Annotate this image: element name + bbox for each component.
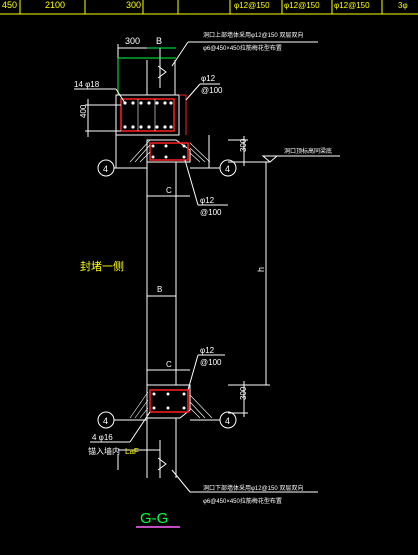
top-label-rebar-1: φ12@150: [234, 1, 270, 10]
dim-b-top-label: B: [156, 36, 162, 46]
upper-opening-head: [115, 135, 211, 168]
rebar-leader-top-left: [74, 88, 126, 104]
leader-phi12-low: [187, 354, 225, 391]
dim-b-mid-label: B: [157, 285, 162, 294]
right-level-note: 洞口顶标高同梁底: [284, 147, 332, 155]
leader-top-note: [171, 41, 318, 67]
beam-height-dimension: [85, 99, 121, 137]
phi12-top-label: φ12: [201, 74, 216, 83]
phi12-mid-label: φ12: [200, 196, 215, 205]
dim-400-label: 400: [79, 104, 88, 118]
upper-wall: [146, 48, 176, 95]
rebar-leader-bottom-left: [90, 411, 151, 443]
top-label-rebar-2: φ12@150: [284, 1, 320, 10]
dim-c-upper-label: C: [166, 186, 172, 195]
top-dimension-b: [117, 47, 176, 95]
dim-300-lower-right: [228, 381, 248, 417]
seal-side-note: 封堵一侧: [80, 259, 124, 273]
top-strip: [0, 0, 418, 15]
top-note-line-1: 洞口上部墙体采用φ12@150 双层双向: [203, 31, 303, 39]
leader-phi12-top: [185, 83, 220, 101]
axis-circle-lower-left: [97, 411, 147, 429]
rebar-14phi18-label: 14 φ18: [74, 80, 100, 89]
rebar-4phi16-label: 4 φ16: [92, 433, 113, 442]
top-note-line-2: φ6@450×450拉筋梅花型布置: [203, 44, 282, 52]
anchor-note: 锚入墙内: [88, 446, 120, 456]
lower-opening-sill: [129, 384, 213, 419]
axis-tag-upper-left: 4: [103, 164, 108, 174]
dim-300-lower-label: 300: [239, 386, 248, 400]
lower-wall: [117, 418, 177, 478]
axis-tag-lower-left: 4: [103, 416, 108, 426]
top-label-rebar-3: φ12@150: [334, 1, 370, 10]
section-title: G-G: [140, 510, 168, 527]
axis-circle-upper-right: [190, 159, 237, 177]
laf-label: LaF: [125, 447, 139, 456]
level-marker: [256, 155, 340, 163]
opening-frame: [146, 162, 177, 385]
bottom-note-line-1: 洞口下部墙体采用φ12@150 双层双向: [203, 484, 303, 492]
at100-low-label: @100: [200, 358, 222, 367]
top-label-450: 450: [2, 0, 17, 10]
at100-top-label: @100: [201, 86, 223, 95]
dim-h-label: h: [256, 267, 266, 272]
dim-300-label: 300: [125, 36, 140, 46]
dim-c-lower-label: C: [166, 360, 172, 369]
axis-tag-lower-right: 4: [225, 416, 230, 426]
top-label-300: 300: [126, 0, 141, 10]
leader-bottom-note: [171, 469, 318, 493]
axis-circle-lower-right: [190, 411, 237, 429]
axis-tag-upper-right: 4: [225, 164, 230, 174]
phi12-low-label: φ12: [200, 346, 215, 355]
top-label-2100: 2100: [45, 0, 65, 10]
at100-mid-label: @100: [200, 208, 222, 217]
axis-circle-upper-left: [97, 159, 147, 177]
top-label-rebar-4: 3φ: [398, 1, 408, 10]
bottom-note-line-2: φ6@450×450拉筋梅花型布置: [203, 497, 282, 505]
dim-300-upper-label: 300: [239, 138, 248, 152]
leader-phi12-mid: [184, 159, 228, 206]
